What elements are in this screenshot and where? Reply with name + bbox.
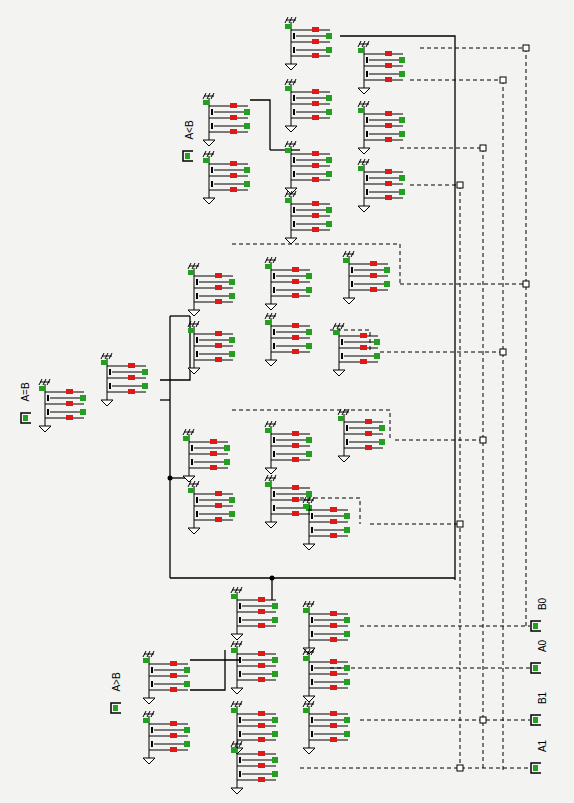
input-pin-label: A0 [537,639,548,653]
input-pin-label: B1 [537,691,548,705]
output-pin-label: A=B [20,381,31,402]
output-pin-label: A>B [111,671,122,692]
input-pin-label: B0 [537,597,548,611]
output-pin-label: A<B [184,119,195,140]
input-pin-label: A1 [537,739,548,753]
